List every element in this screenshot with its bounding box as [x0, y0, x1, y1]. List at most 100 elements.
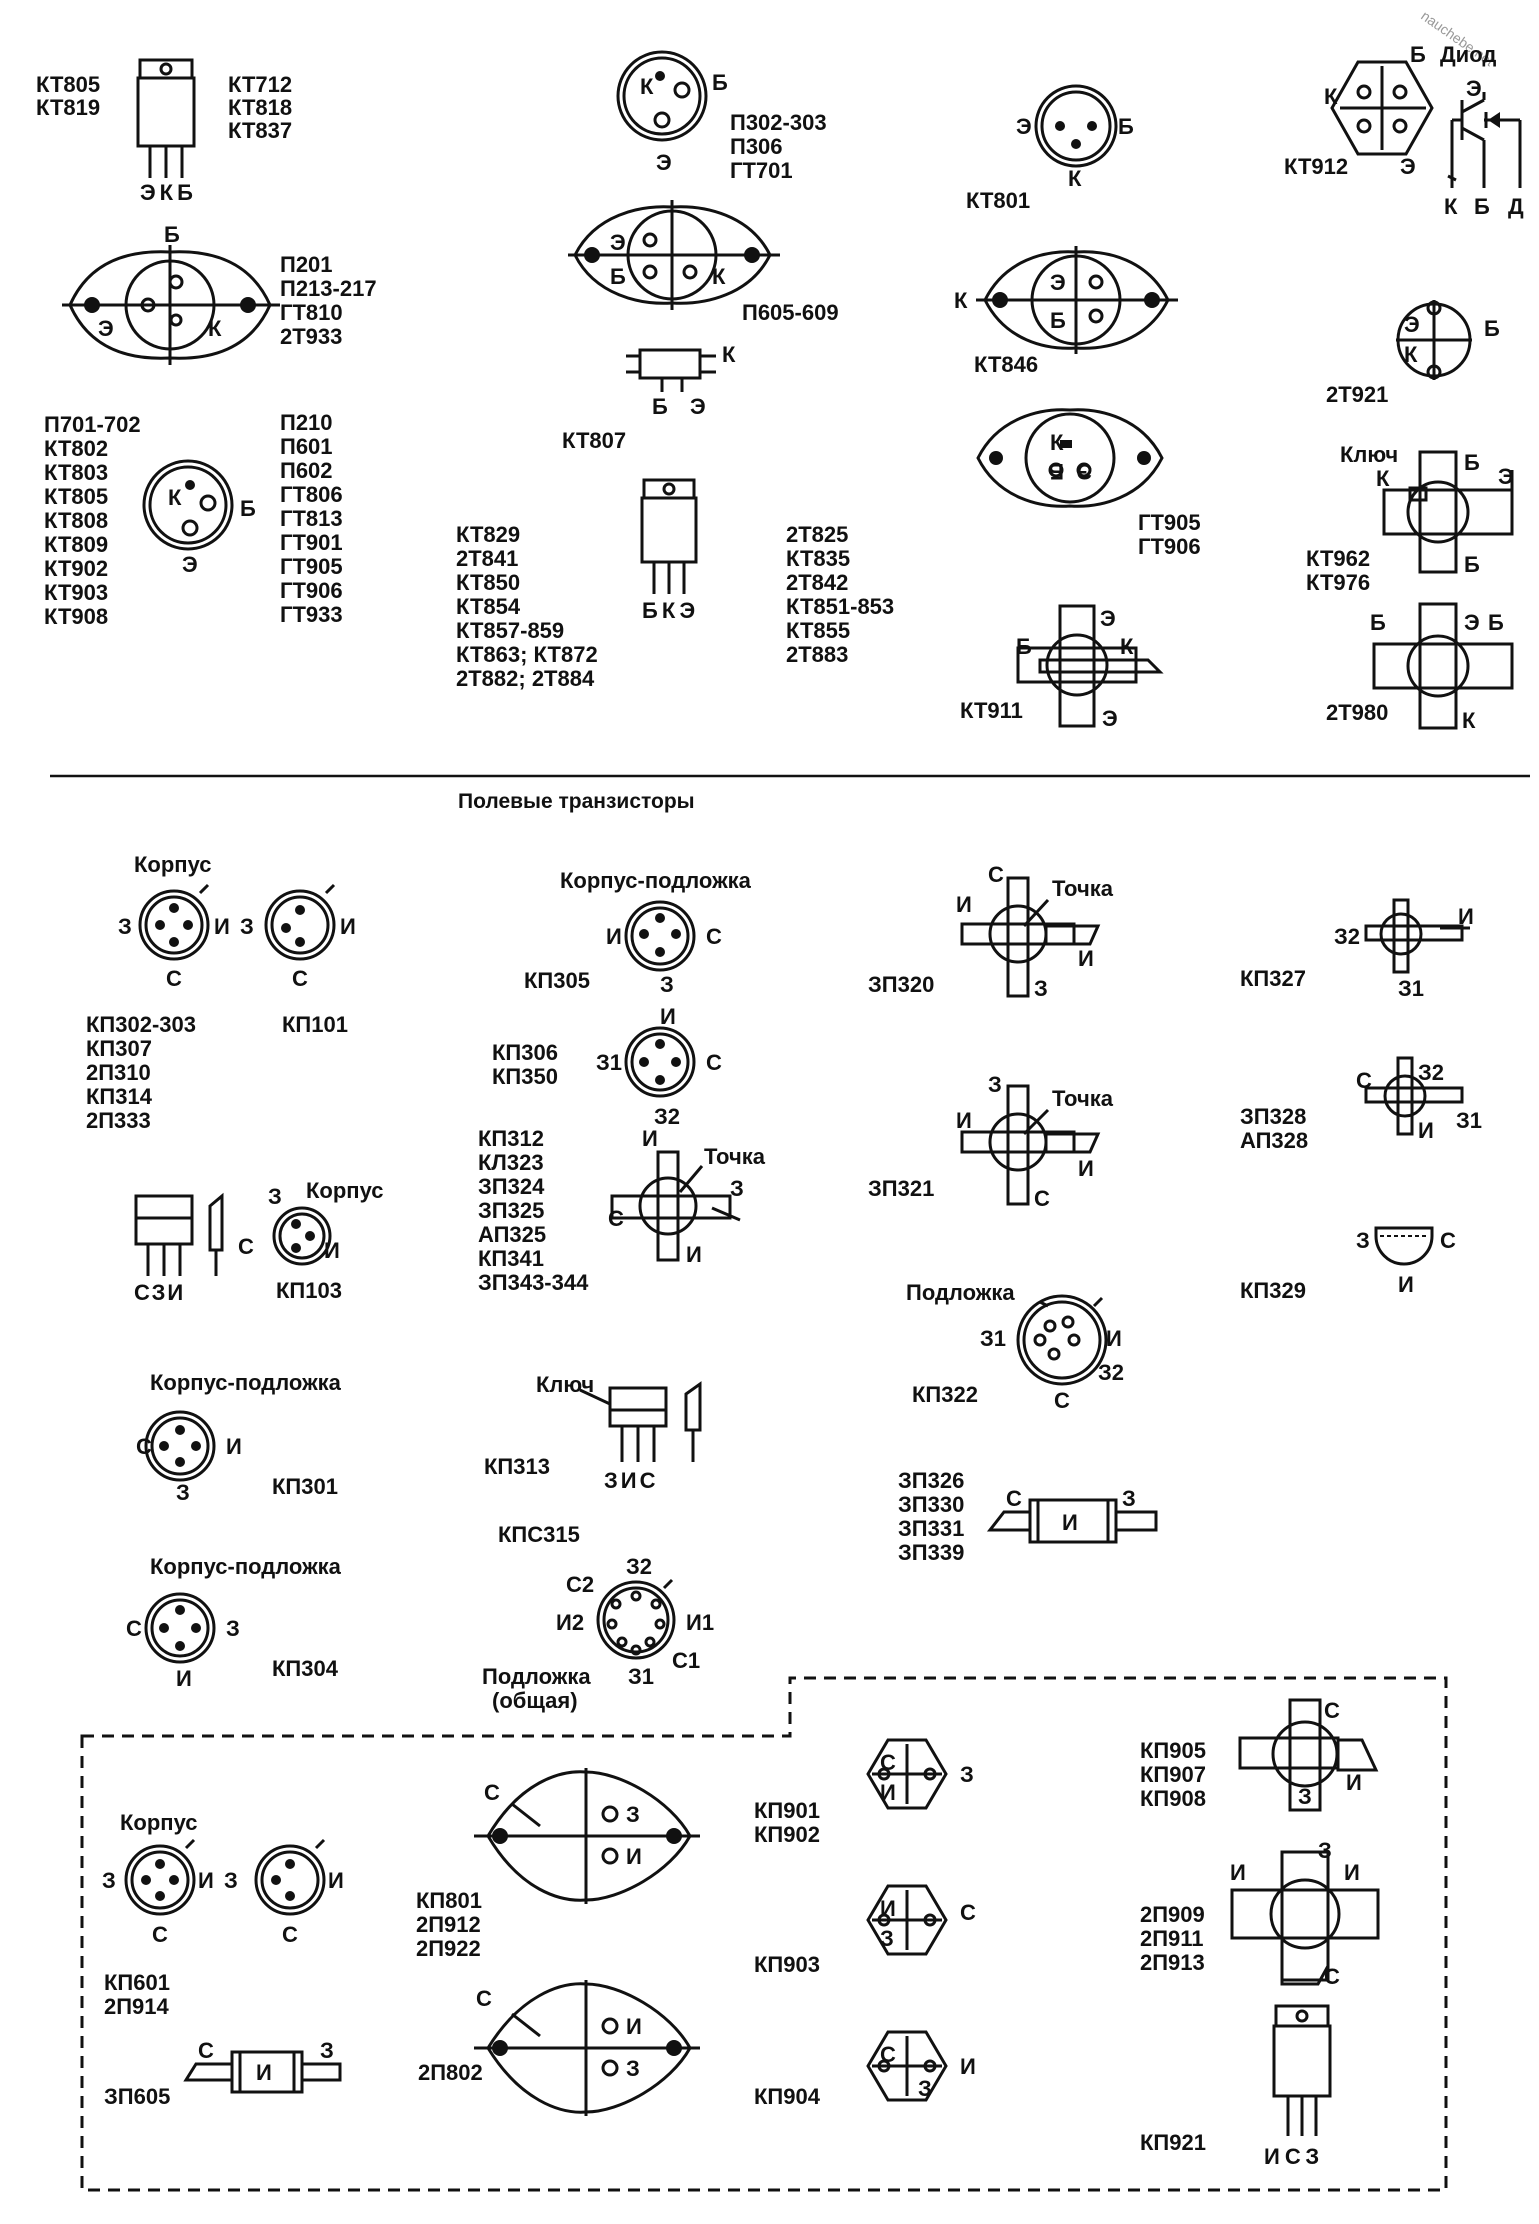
kt962-package [1382, 450, 1514, 574]
p909-pin-i: И [1230, 1860, 1246, 1885]
kt829-model: КТ850 [456, 570, 520, 595]
p701-model: П701-702 [44, 412, 141, 437]
p701-model: КТ903 [44, 580, 108, 605]
kp322-package [1016, 1294, 1108, 1386]
kp327-pin-i: И [1458, 904, 1474, 929]
kt805-model: КТ712 [228, 72, 292, 97]
p701-pin-e: Э [182, 552, 198, 577]
kp327-package [1364, 898, 1470, 974]
kt911-package [1016, 604, 1164, 728]
kt962-pin-k: К [1376, 466, 1390, 491]
p701-model: ГТ905 [280, 554, 343, 579]
kp306-pin-i: И [660, 1004, 676, 1029]
kp313-package [579, 1381, 702, 1462]
kp327-pin-z2: З2 [1334, 924, 1360, 949]
p701-model: ГТ813 [280, 506, 343, 531]
kp302-model: КП314 [86, 1084, 153, 1109]
kp312-package [610, 1150, 741, 1262]
kt846-pin-k: К [954, 288, 968, 313]
p302-pin-e: Э [656, 150, 672, 175]
kt829-model: 2Т882; 2Т884 [456, 666, 595, 691]
kt962-model: КТ962 [1306, 546, 1370, 571]
kt912-diode-label: Диод [1440, 42, 1496, 67]
zp320-pin-s: С [988, 862, 1004, 887]
kt801-pin-k: К [1068, 166, 1082, 191]
kt807-pin-e: Э [690, 394, 706, 419]
kt829-model: КТ854 [456, 594, 521, 619]
p701-model: ГТ806 [280, 482, 343, 507]
p701-model: П601 [280, 434, 333, 459]
p802-package [474, 1980, 700, 2116]
kp322-pin-i: И [1106, 1326, 1122, 1351]
kp302-pin-i: И [214, 914, 230, 939]
kt846-pin-b: Б [1050, 308, 1066, 333]
p909-pin-i2: И [1344, 1860, 1360, 1885]
kp904-model: КП904 [754, 2084, 821, 2109]
kp304-case: Корпус-подложка [150, 1554, 342, 1579]
kp103-model: КП103 [276, 1278, 342, 1303]
kt829-model: КТ855 [786, 618, 850, 643]
kt805-model: КТ819 [36, 95, 100, 120]
zp321-model: ЗП321 [868, 1176, 934, 1201]
p701-model: ГТ933 [280, 602, 343, 627]
p701-model: КТ809 [44, 532, 108, 557]
kt912-model: КТ912 [1284, 154, 1348, 179]
kt805-package [136, 58, 196, 178]
zp321-pin-i: И [956, 1108, 972, 1133]
kp301-package [144, 1410, 216, 1482]
kp302-model: 2П310 [86, 1060, 151, 1085]
kp302-pin-z: З [118, 914, 132, 939]
kp306-pin-z1: З1 [596, 1050, 622, 1075]
zp605-pin-z: З [320, 2038, 334, 2063]
kt912-pin-k: К [1324, 84, 1338, 109]
kp901-model: КП901 [754, 1798, 820, 1823]
kp801-model: КП801 [416, 1888, 482, 1913]
kp329-pin-i: И [1398, 1272, 1414, 1297]
kp312-model: КП312 [478, 1126, 544, 1151]
kt807-model: КТ807 [562, 428, 626, 453]
kp313-key: Ключ [536, 1372, 594, 1397]
zp605-model: ЗП605 [104, 2084, 170, 2109]
p302-model: П306 [730, 134, 783, 159]
zp605-pin-i: И [256, 2060, 272, 2085]
p802-pin-s: С [476, 1986, 492, 2011]
zp321-package [960, 1084, 1101, 1206]
kp305-package [624, 900, 696, 972]
p909-package [1230, 1850, 1380, 1986]
zp320-package [960, 876, 1101, 998]
kp801-pin-i: И [626, 1844, 642, 1869]
kp302-package [138, 883, 210, 961]
kt911-pin-e: Э [1100, 606, 1116, 631]
kp306-package [624, 1026, 696, 1098]
kp301-case: Корпус-подложка [150, 1370, 342, 1395]
kp905-package [1238, 1698, 1379, 1812]
p201-package [62, 245, 280, 365]
t980-package [1372, 602, 1514, 730]
kp101-package [264, 883, 336, 961]
p701-model: П602 [280, 458, 333, 483]
kp327-model: КП327 [1240, 966, 1306, 991]
kp103-case: Корпус [306, 1178, 384, 1203]
kp304-model: КП304 [272, 1656, 339, 1681]
kp921-package [1272, 2004, 1332, 2136]
kp601-pin-s: С [152, 1922, 168, 1947]
kt912-diode-symbol [1447, 92, 1522, 188]
kt912-diode-e: Э [1466, 76, 1482, 101]
gt905-package [976, 408, 1164, 508]
kt801-pin-e: Э [1016, 114, 1032, 139]
p701-model: КТ902 [44, 556, 108, 581]
zp326-package [986, 1498, 1158, 1544]
p302-model: ГТ701 [730, 158, 793, 183]
gt905-model: ГТ905 [1138, 510, 1201, 535]
p909-pin-s: С [1324, 1964, 1340, 1989]
p701-model: КТ802 [44, 436, 108, 461]
kt829-model: КТ835 [786, 546, 850, 571]
kp304-package [144, 1592, 216, 1664]
kt911-model: КТ911 [960, 698, 1023, 723]
kp903-pin-i: И [880, 1896, 896, 1921]
kp801-model: 2П922 [416, 1936, 481, 1961]
kp901-pin-s: С [880, 1750, 896, 1775]
p701-model: КТ805 [44, 484, 108, 509]
kps315-pin-s2: С2 [566, 1572, 594, 1597]
